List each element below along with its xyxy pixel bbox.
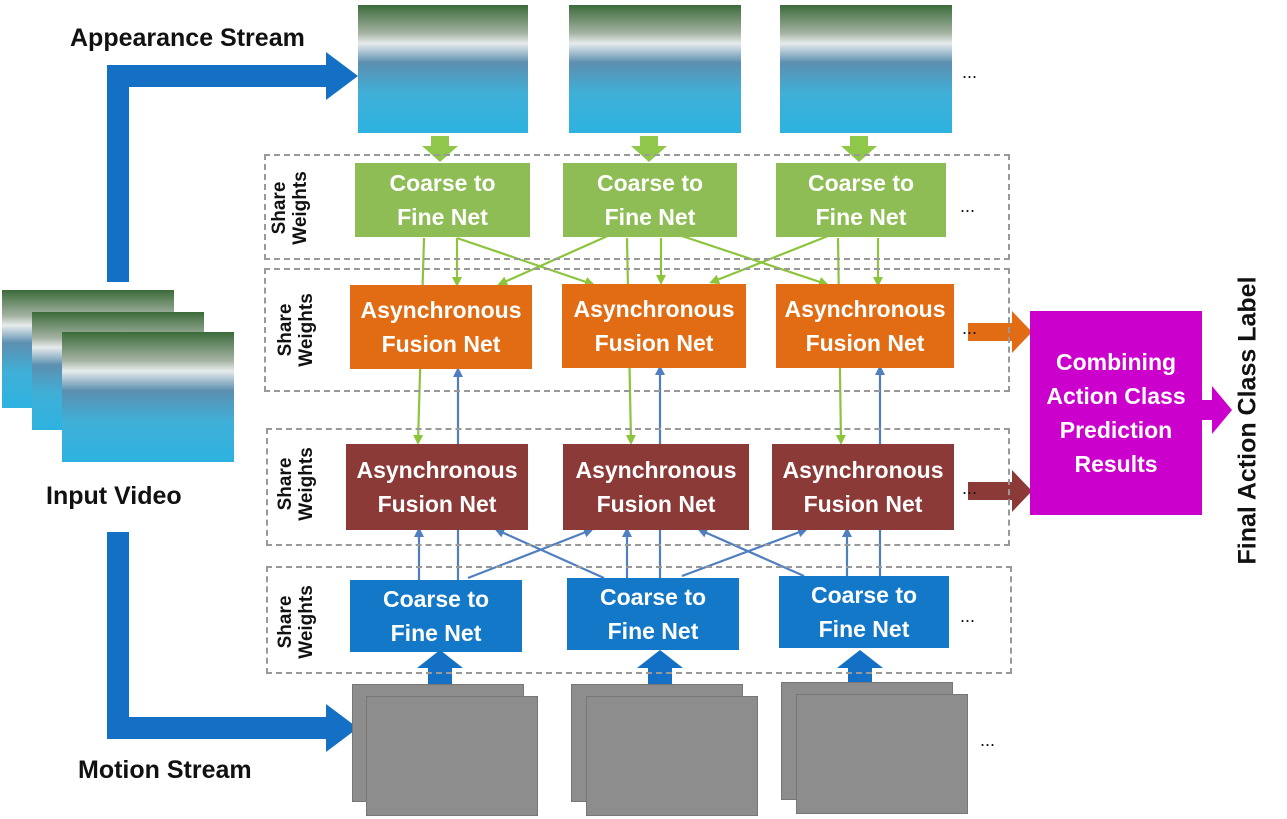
appearance-frame-3 [780, 5, 952, 133]
motion-stream-arrowhead [326, 704, 358, 752]
final-action-class-label: Final Action Class Label [1233, 275, 1262, 565]
motion-stream-label: Motion Stream [78, 756, 252, 784]
appearance-stream-arrowhead [326, 52, 358, 100]
input-frame-3 [62, 332, 234, 462]
magenta-output-arrow [1202, 386, 1232, 434]
appearance-coarse-ellipsis: ... [960, 196, 976, 216]
appearance-frame-1 [358, 5, 528, 133]
appearance-ellipsis: ... [962, 62, 978, 82]
motion-fusion-ellipsis: ... [962, 478, 978, 498]
green-image-arrows [422, 136, 877, 162]
blue-flow-arrows [417, 650, 883, 686]
input-video-label: Input Video [46, 482, 182, 510]
motion-frame-1 [366, 696, 538, 816]
motion-fusion-group [266, 428, 1010, 546]
motion-stream-arrow [107, 532, 330, 739]
maroon-output-arrow [968, 470, 1032, 512]
motion-coarse-group [266, 566, 1012, 674]
appearance-stream-label: Appearance Stream [70, 24, 305, 52]
appearance-fusion-group [264, 268, 1010, 392]
motion-coarse-ellipsis: ... [960, 606, 976, 626]
appearance-coarse-group [264, 154, 1010, 260]
motion-ellipsis: ... [980, 730, 996, 750]
motion-frame-2 [586, 696, 758, 816]
appearance-frame-2 [569, 5, 741, 133]
appearance-fusion-ellipsis: ... [962, 318, 978, 338]
motion-frame-3 [796, 694, 968, 814]
orange-output-arrow [968, 311, 1032, 353]
appearance-stream-arrow [107, 65, 330, 282]
